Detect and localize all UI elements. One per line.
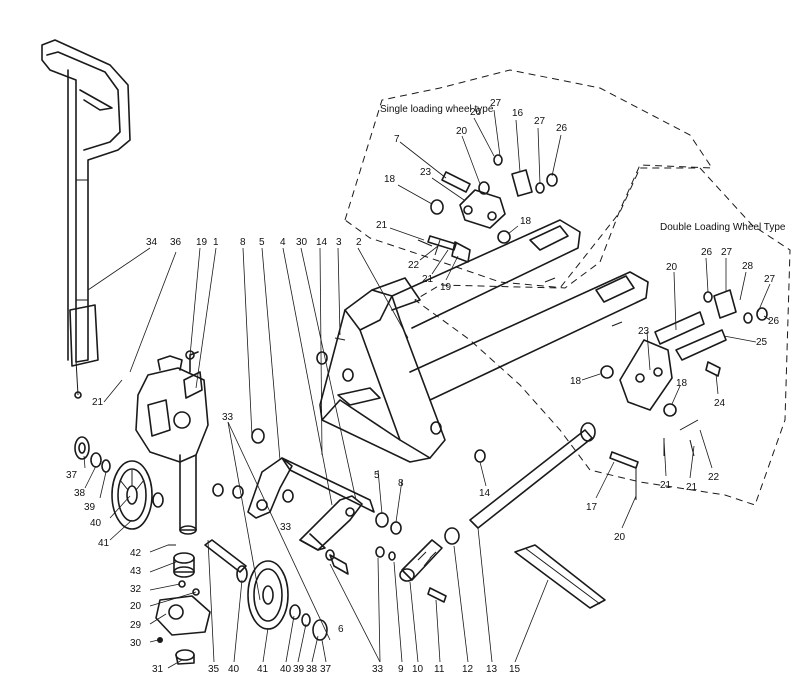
callout-34: 34: [146, 237, 158, 248]
callout-33-top: 33: [222, 412, 234, 423]
callout-31: 31: [152, 664, 164, 675]
callout-23-s: 23: [420, 167, 432, 178]
callout-30-lower: 30: [130, 638, 142, 649]
callout-26-d1: 26: [701, 247, 713, 258]
callout-41: 41: [98, 538, 110, 549]
push-rod-assembly: [399, 527, 460, 603]
callout-39-b: 39: [293, 664, 305, 675]
callout-20-s: 20: [456, 126, 468, 137]
callout-43: 43: [130, 566, 142, 577]
callout-26-d2: 26: [768, 316, 780, 327]
chassis-frame: [316, 277, 486, 463]
callout-38-b: 38: [306, 664, 318, 675]
callout-4: 4: [280, 237, 286, 248]
callout-8-lower: 8: [398, 478, 404, 489]
washer-stack-left: [74, 436, 164, 508]
single-wheel-caption: Single loading wheel type: [380, 104, 494, 115]
callout-1: 1: [213, 237, 219, 248]
callout-27-d1: 27: [721, 247, 733, 258]
fork-tines: [391, 219, 649, 401]
callout-37: 37: [66, 470, 78, 481]
callout-21-d2: 21: [686, 482, 698, 493]
callout-33-bottom: 33: [372, 664, 384, 675]
callout-7: 7: [394, 134, 400, 145]
callout-32: 32: [130, 584, 142, 595]
callout-26-s2: 26: [556, 123, 568, 134]
callout-13: 13: [486, 664, 498, 675]
handle-assembly: [41, 39, 131, 399]
callout-17: 17: [586, 502, 598, 513]
callout-22-d: 22: [708, 472, 720, 483]
lift-rods: [469, 422, 606, 609]
steer-wheel-left: [111, 460, 153, 530]
callout-40-c: 40: [280, 664, 292, 675]
callout-27-s1: 27: [490, 98, 502, 109]
callout-26-s1: 26: [470, 107, 482, 118]
double-wheel-parts: [600, 289, 768, 500]
callout-40-b: 40: [228, 664, 240, 675]
callout-22-s: 22: [408, 260, 420, 271]
callout-36: 36: [170, 237, 182, 248]
double-wheel-caption: Double Loading Wheel Type: [660, 222, 786, 233]
callout-14: 14: [316, 237, 328, 248]
callout-42: 42: [130, 548, 142, 559]
callout-35: 35: [208, 664, 220, 675]
callout-8: 8: [240, 237, 246, 248]
callout-41-b: 41: [257, 664, 269, 675]
callout-19-s: 19: [440, 282, 452, 293]
callout-21-s1: 21: [376, 220, 388, 231]
callout-18-d1: 18: [570, 376, 582, 387]
callout-27-d2: 27: [764, 274, 776, 285]
callout-21-d1: 21: [660, 480, 672, 491]
callout-37-b: 37: [320, 664, 332, 675]
callout-25: 25: [756, 337, 768, 348]
callout-20: 20: [130, 601, 142, 612]
callout-16: 16: [512, 108, 524, 119]
callout-10: 10: [412, 664, 424, 675]
callout-18-s2: 18: [520, 216, 532, 227]
callout-21: 21: [92, 397, 104, 408]
steer-wheel-right: [236, 560, 328, 641]
single-wheel-boundary: [344, 69, 713, 289]
callout-18-d2: 18: [676, 378, 688, 389]
callout-5-lower: 5: [374, 470, 380, 481]
callout-20-d1: 20: [666, 262, 678, 273]
callout-29: 29: [130, 620, 142, 631]
callout-23-d: 23: [638, 326, 650, 337]
callout-6: 6: [338, 624, 344, 635]
callout-30: 30: [296, 237, 308, 248]
callout-numbers: 34 36 19 1 8 5 4 30 14 3 2 21 37 38 39 4…: [66, 98, 780, 675]
steer-base-assembly: [155, 539, 247, 665]
callout-33-mid: 33: [280, 522, 292, 533]
callout-15: 15: [509, 664, 521, 675]
callout-38: 38: [74, 488, 86, 499]
callout-5: 5: [259, 237, 265, 248]
callout-21-s2: 21: [422, 274, 434, 285]
double-wheel-boundary: [414, 167, 791, 506]
callout-18-s1: 18: [384, 174, 396, 185]
callout-9: 9: [398, 664, 404, 675]
callout-2: 2: [356, 237, 362, 248]
callout-12: 12: [462, 664, 474, 675]
callout-39: 39: [84, 502, 96, 513]
callout-40: 40: [90, 518, 102, 529]
callout-14-lower: 14: [479, 488, 491, 499]
callout-leaders: [83, 109, 771, 669]
callout-27-s2: 27: [534, 116, 546, 127]
callout-3: 3: [336, 237, 342, 248]
callout-20-d2: 20: [614, 532, 626, 543]
callout-24: 24: [714, 398, 726, 409]
callout-19: 19: [196, 237, 208, 248]
callout-11: 11: [434, 664, 445, 675]
callout-28: 28: [742, 261, 754, 272]
